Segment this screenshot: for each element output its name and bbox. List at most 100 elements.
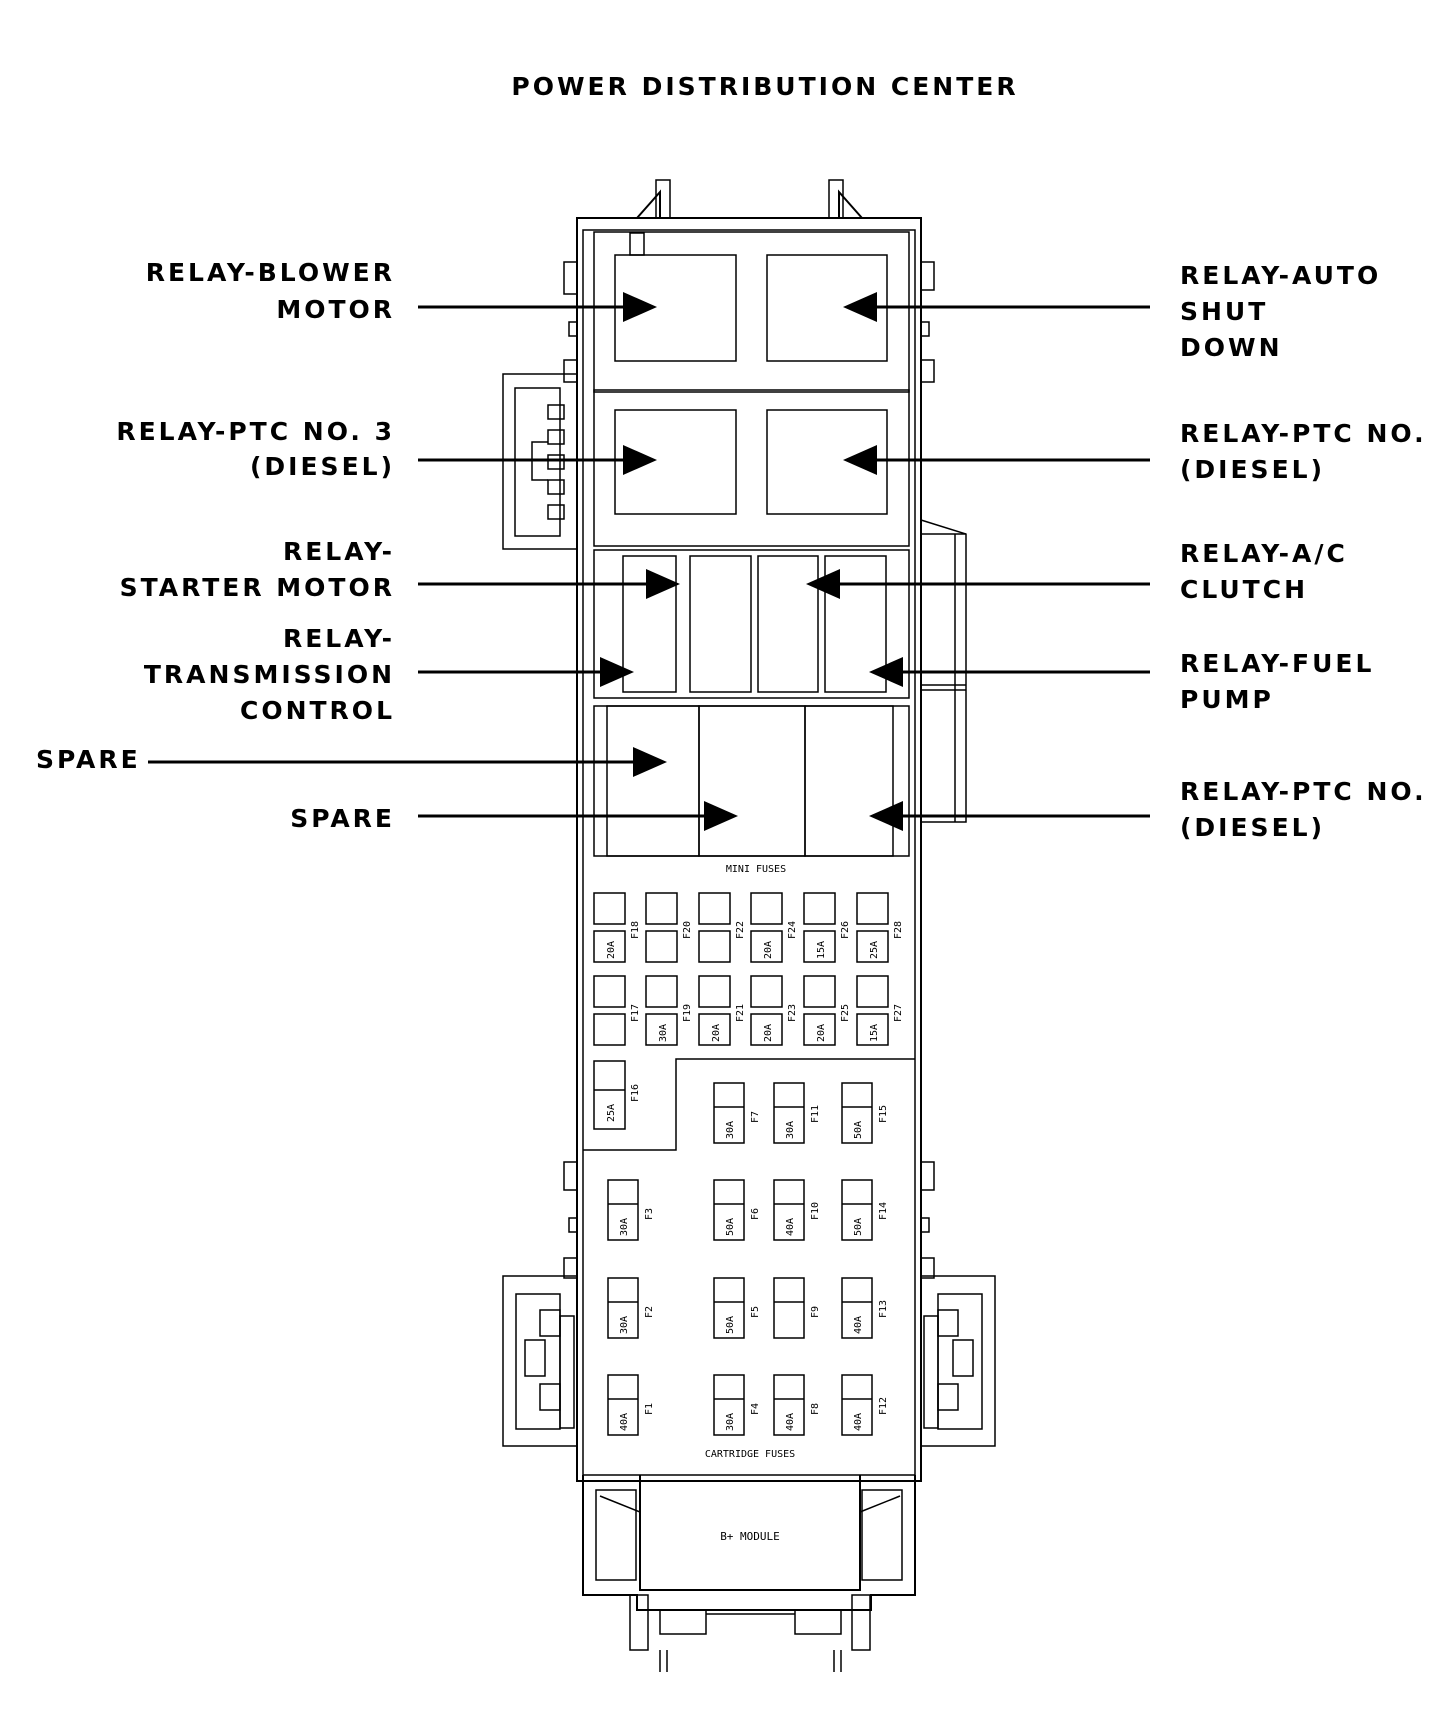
cartridge-fuse-id: F7 <box>750 1111 761 1123</box>
mini-fuse-id: F21 <box>735 1004 746 1022</box>
arrow-fuel-pump <box>869 657 1150 687</box>
cartridge-fuse-rating: 30A <box>725 1121 736 1139</box>
cartridge-fuse-rating: 50A <box>853 1121 864 1139</box>
mini-fuse-f20: F20 <box>645 892 693 963</box>
relay-ptc-3 <box>614 409 737 515</box>
cartridge-fuse-id: F10 <box>810 1202 821 1220</box>
cartridge-fuse-id: F9 <box>810 1306 821 1318</box>
arrow-spare-b <box>418 801 738 831</box>
cartridge-fuse-id: F15 <box>878 1105 889 1123</box>
cartridge-fuse-id: F3 <box>644 1208 655 1220</box>
mini-fuse-rating: 30A <box>658 1024 669 1042</box>
cartridge-fuse-f12: 40A F12 <box>841 1374 889 1436</box>
diagram-title: POWER DISTRIBUTION CENTER <box>511 72 1018 101</box>
arrow-ac-clutch <box>806 569 1150 599</box>
arrow-ptc-1 <box>869 801 1150 831</box>
mini-fuse-f24: 20A F24 <box>750 892 798 963</box>
cartridge-partition <box>583 1058 915 1151</box>
cartridge-fuse-rating: 50A <box>853 1218 864 1236</box>
cartridge-fuse-rating: 50A <box>725 1218 736 1236</box>
label-relay-ac-2: CLUTCH <box>1180 575 1308 604</box>
cartridge-fuse-f7: 30A F7 <box>713 1082 761 1144</box>
cartridge-fuse-id: F5 <box>750 1306 761 1318</box>
label-relay-starter-1: RELAY- <box>283 537 395 566</box>
label-spare-a: SPARE <box>36 745 141 774</box>
cartridge-fuse-id: F4 <box>750 1403 761 1415</box>
cartridge-fuse-rating: 40A <box>853 1316 864 1334</box>
mini-fuse-f17: F17 <box>593 975 641 1046</box>
cartridge-fuse-id: F11 <box>810 1105 821 1123</box>
mini-fuse-f23: 20A F23 <box>750 975 798 1046</box>
cartridge-fuse-id: F12 <box>878 1397 889 1415</box>
label-relay-fuel-1: RELAY-FUEL <box>1180 649 1374 678</box>
label-relay-fuel-2: PUMP <box>1180 685 1274 714</box>
mini-fuse-id: F19 <box>682 1004 693 1022</box>
mini-fuse-id: F24 <box>787 921 798 939</box>
relay-section-2 <box>593 389 910 547</box>
mini-fuse-f26: 15A F26 <box>803 892 851 963</box>
cartridge-fuse-block: 30AF730AF1150AF1530AF350AF640AF1050AF143… <box>607 1082 889 1436</box>
cartridge-fuse-id: F13 <box>878 1300 889 1318</box>
label-relay-ptc3-1: RELAY-PTC NO. 3 <box>116 417 395 446</box>
mini-fuse-id: F16 <box>630 1084 641 1102</box>
cartridge-fuse-id: F14 <box>878 1202 889 1220</box>
cartridge-fuse-f15: 50A F15 <box>841 1082 889 1144</box>
relay-spare-b <box>698 705 806 857</box>
mini-fuse-rating: 20A <box>763 941 774 959</box>
cartridge-fuse-rating: 30A <box>619 1218 630 1236</box>
label-relay-ptc1-1: RELAY-PTC NO. 1 <box>1180 777 1437 806</box>
relay-ptc-1 <box>804 705 894 857</box>
cartridge-fuse-rating: 30A <box>785 1121 796 1139</box>
cartridge-fuse-rating: 40A <box>619 1413 630 1431</box>
mini-fuse-rating: 20A <box>816 1024 827 1042</box>
b-module-label: B+ MODULE <box>720 1530 780 1543</box>
label-relay-trans-3: CONTROL <box>240 696 395 725</box>
arrow-ptc-3 <box>418 445 657 475</box>
cartridge-fuse-rating: 40A <box>853 1413 864 1431</box>
label-relay-asd-3: DOWN <box>1180 333 1283 362</box>
cartridge-fuse-id: F6 <box>750 1208 761 1220</box>
mini-fuse-f22: F22 <box>698 892 746 963</box>
arrow-auto-shut-down <box>843 292 1150 322</box>
label-relay-asd-2: SHUT <box>1180 297 1268 326</box>
arrow-transmission-control <box>418 657 634 687</box>
mini-fuse-id: F18 <box>630 921 641 939</box>
label-relay-blower-motor-2: MOTOR <box>276 295 395 324</box>
relay-fuel-pump <box>824 555 887 693</box>
label-relay-ptc1-2: (DIESEL) <box>1180 813 1325 842</box>
left-callouts: RELAY-BLOWER MOTOR RELAY-PTC NO. 3 (DIES… <box>36 258 395 833</box>
mini-fuse-id: F28 <box>893 921 904 939</box>
cartridge-fuse-f4: 30A F4 <box>713 1374 761 1436</box>
relay-ptc-2 <box>766 409 888 515</box>
right-callouts: RELAY-AUTO SHUT DOWN RELAY-PTC NO. 2 (DI… <box>1180 261 1437 842</box>
mini-fuse-id: F17 <box>630 1004 641 1022</box>
label-relay-asd-1: RELAY-AUTO <box>1180 261 1381 290</box>
cartridge-fuse-f6: 50A F6 <box>713 1179 761 1241</box>
mini-fuse-rating: 20A <box>763 1024 774 1042</box>
mini-fuses-label: MINI FUSES <box>726 864 786 875</box>
mini-fuse-rating: 15A <box>816 941 827 959</box>
label-relay-blower-motor-1: RELAY-BLOWER <box>146 258 395 287</box>
cartridge-fuse-f3: 30A F3 <box>607 1179 655 1241</box>
label-relay-trans-2: TRANSMISSION <box>144 660 395 689</box>
mini-fuse-id: F23 <box>787 1004 798 1022</box>
cartridge-fuse-f14: 50A F14 <box>841 1179 889 1241</box>
mini-fuse-id: F26 <box>840 921 851 939</box>
label-relay-ptc2-1: RELAY-PTC NO. 2 <box>1180 419 1437 448</box>
arrow-starter-motor <box>418 569 680 599</box>
cartridge-fuse-id: F2 <box>644 1306 655 1318</box>
cartridge-fuse-id: F8 <box>810 1403 821 1415</box>
cartridge-fuse-rating: 30A <box>725 1413 736 1431</box>
cartridge-fuses-label: CARTRIDGE FUSES <box>705 1449 795 1460</box>
mini-fuse-id: F25 <box>840 1004 851 1022</box>
label-relay-ac-1: RELAY-A/C <box>1180 539 1348 568</box>
